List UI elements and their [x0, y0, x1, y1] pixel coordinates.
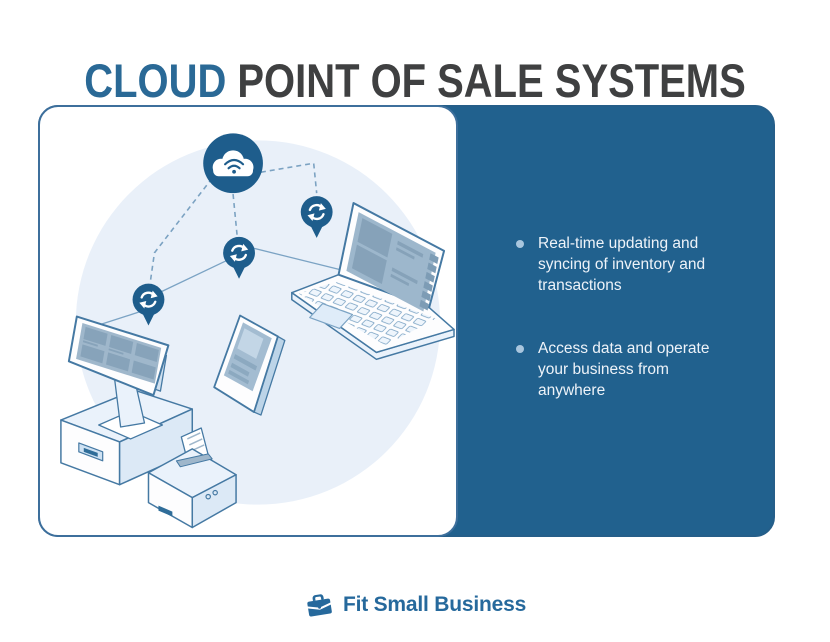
- feature-item: Real-time updating and syncing of invent…: [516, 233, 775, 296]
- bullet-dot: [516, 345, 524, 353]
- feature-item: Access data and operate your business fr…: [516, 338, 775, 401]
- brand-name: Fit Small Business: [342, 593, 527, 616]
- briefcase-icon: [307, 594, 332, 617]
- footer-brand: Fit Small Business: [0, 585, 830, 625]
- bullet-dot: [516, 240, 524, 248]
- illustration-panel: [38, 105, 458, 537]
- receipt-printer: [147, 427, 237, 529]
- title-rest: POINT OF SALE SYSTEMS: [237, 54, 746, 108]
- feature-text: Access data and operate your business fr…: [538, 340, 710, 399]
- tablet: [213, 314, 286, 416]
- title-highlight: CLOUD: [84, 54, 227, 108]
- cloud-wifi-icon: [203, 133, 263, 194]
- laptop: [291, 202, 455, 361]
- feature-text: Real-time updating and syncing of invent…: [538, 235, 706, 294]
- infographic-card: Real-time updating and syncing of invent…: [38, 105, 775, 537]
- cloud-pos-illustration: [60, 133, 455, 529]
- page-title: CLOUD POINT OF SALE SYSTEMS: [62, 53, 768, 109]
- pos-terminal: [60, 315, 194, 486]
- connection-lines-dashed: [149, 162, 318, 281]
- features-panel: Real-time updating and syncing of invent…: [460, 107, 775, 535]
